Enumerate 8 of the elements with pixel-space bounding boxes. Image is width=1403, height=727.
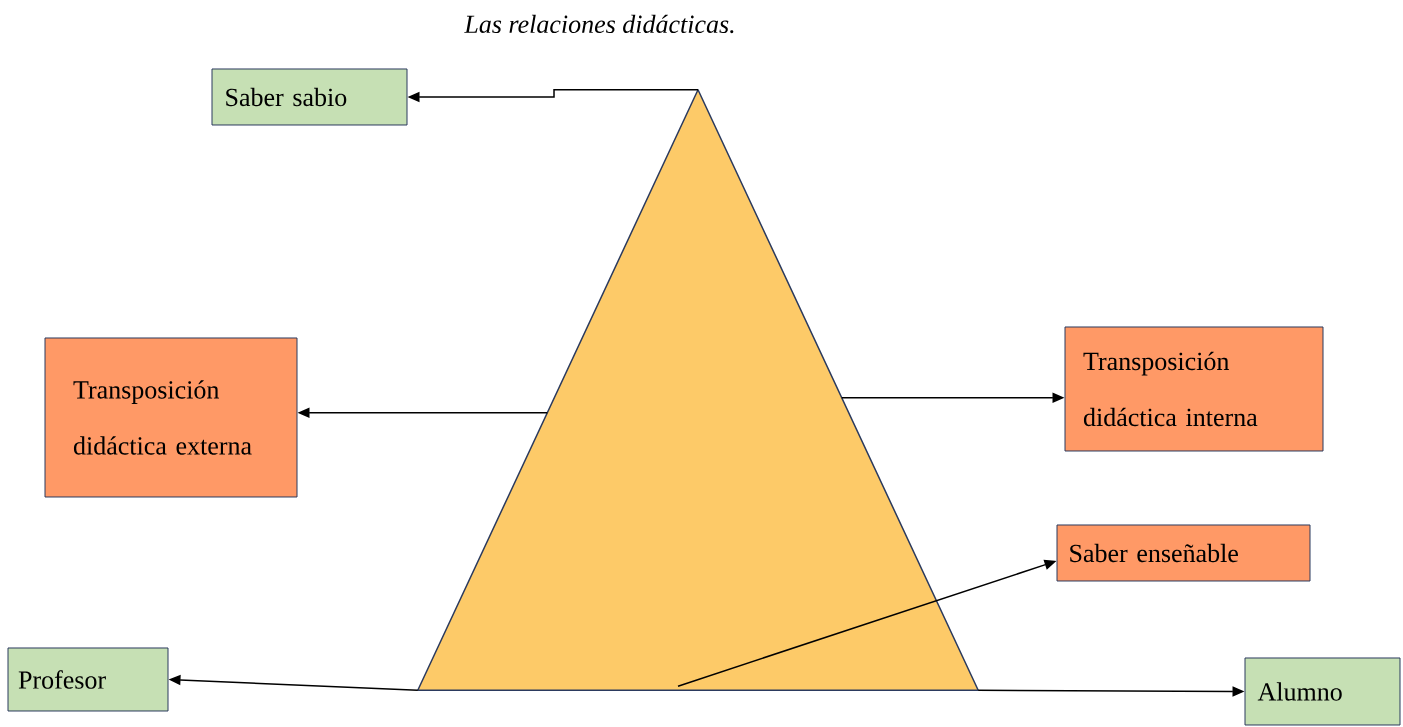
label-box: Alumno [1244, 657, 1401, 726]
title: Las relaciones didácticas. [464, 14, 734, 34]
label-box: Transposición didáctica interna [1064, 326, 1324, 452]
label-box: Transposición didáctica externa [44, 337, 298, 498]
label-box: Saber sabio [211, 68, 408, 126]
triangle [417, 89, 979, 691]
label-box: Profesor [7, 647, 169, 712]
label-box: Saber enseñable [1056, 524, 1311, 582]
